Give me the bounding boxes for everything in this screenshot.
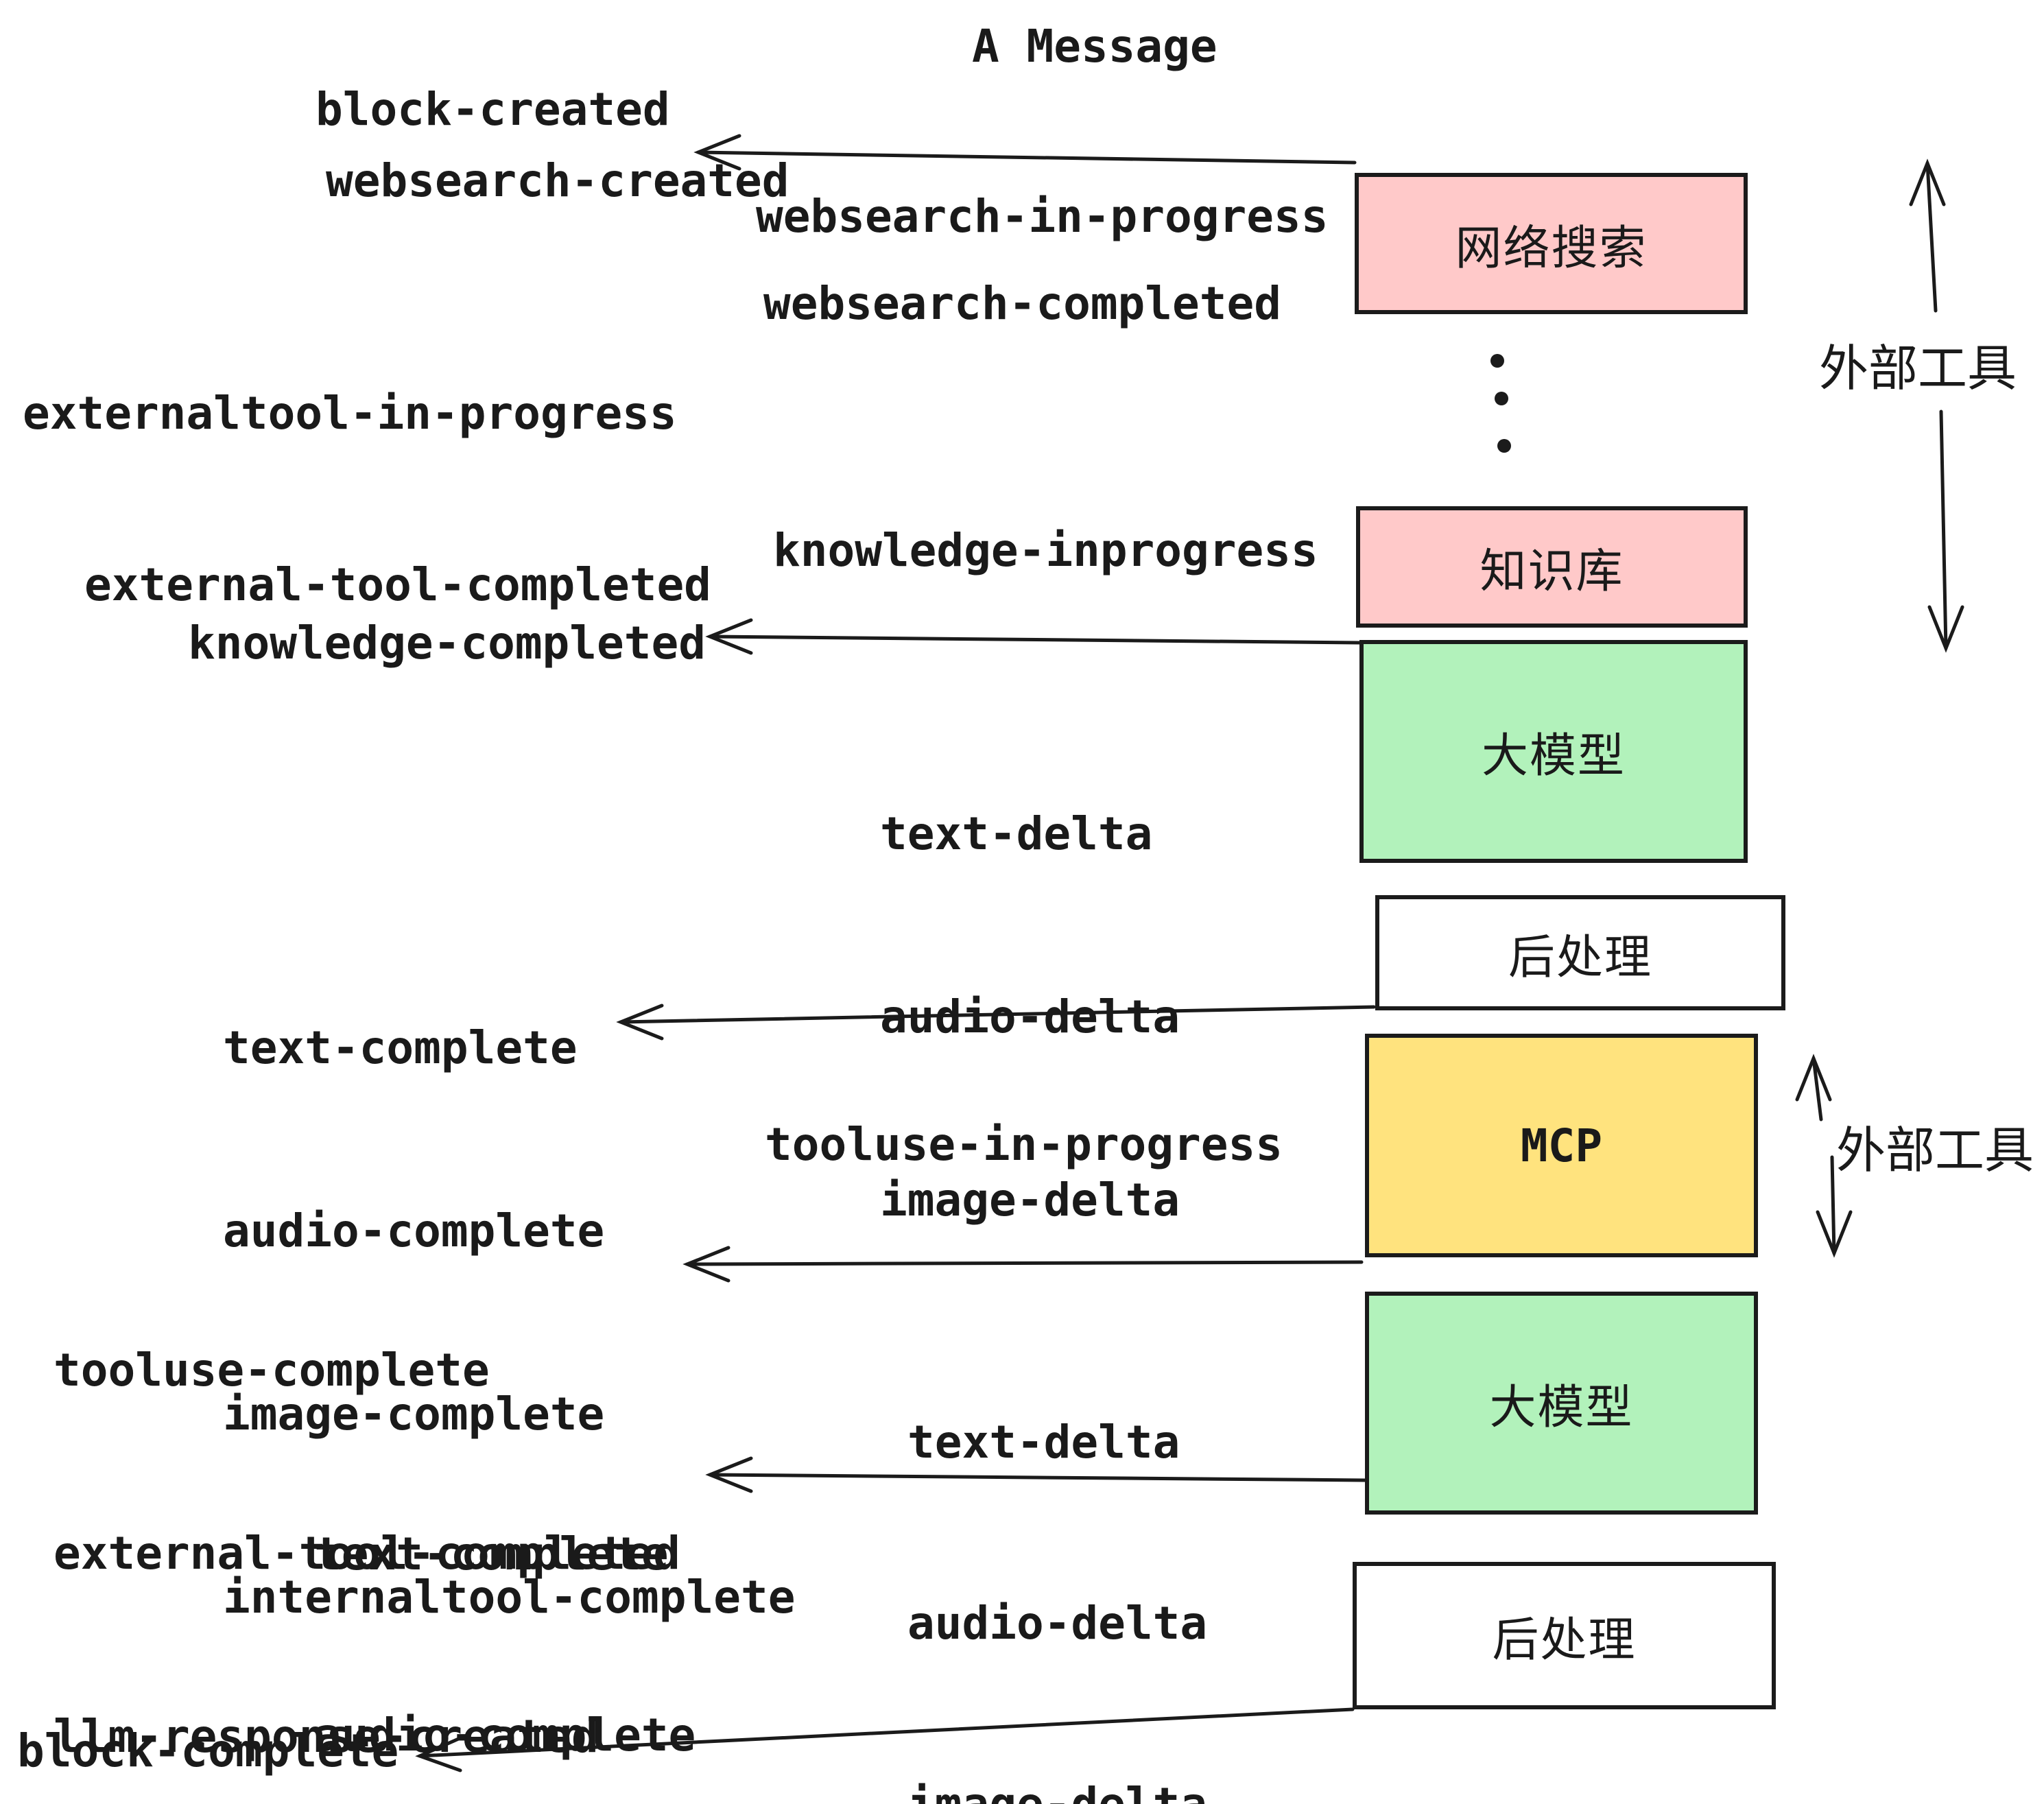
- external-tools-label-mid: 外部工具: [1836, 1124, 2034, 1178]
- box-postprocess-2: 后处理: [1353, 1562, 1776, 1709]
- box-websearch-label: 网络搜索: [1455, 222, 1648, 274]
- external-tools-label-top: 外部工具: [1819, 342, 2017, 396]
- arrow-down-icon: [1927, 410, 1964, 653]
- event-audio-delta-2: audio-delta: [907, 1597, 1208, 1650]
- event-websearch-completed: websearch-completed: [763, 277, 1281, 330]
- box-mcp-label: MCP: [1520, 1119, 1603, 1172]
- box-llm-1-label: 大模型: [1481, 730, 1626, 782]
- event-text-delta: text-delta: [880, 807, 1153, 860]
- arrow-up-icon: [1795, 1054, 1832, 1121]
- event-internaltool-complete: internaltool-complete: [223, 1571, 796, 1624]
- box-llm-2: 大模型: [1365, 1292, 1758, 1515]
- event-complete-block-1: text-complete audio-complete image-compl…: [223, 895, 795, 1750]
- event-websearch-in-progress: websearch-in-progress: [756, 190, 1329, 243]
- event-delta-block-1: text-delta audio-delta image-delta: [880, 681, 1180, 1353]
- box-postprocess-2-label: 后处理: [1492, 1614, 1637, 1666]
- box-websearch: 网络搜索: [1355, 173, 1748, 314]
- event-tooluse-complete: tooluse-complete: [54, 1344, 490, 1397]
- box-knowledge: 知识库: [1356, 506, 1748, 628]
- event-websearch-created: websearch-created: [326, 154, 789, 207]
- event-tooluse-block: tooluse-complete external-tool-completed…: [54, 1218, 680, 1804]
- event-complete-block-2: text-complete audio-complete image-compl…: [314, 1403, 886, 1804]
- page-title: A Message: [972, 20, 1217, 73]
- event-image-complete: image-complete: [223, 1388, 605, 1440]
- event-external-tool-completed-2: external-tool-completed: [54, 1527, 680, 1580]
- event-delta-block-2: text-delta audio-delta image-delta: [907, 1292, 1207, 1804]
- event-tooluse-in-progress: tooluse-in-progress: [765, 1118, 1283, 1171]
- event-audio-complete-2: audio-complete: [314, 1709, 696, 1761]
- arrow-up-icon: [1909, 158, 1946, 313]
- event-knowledge-completed: knowledge-completed: [188, 617, 706, 669]
- event-text-complete: text-complete: [223, 1021, 578, 1074]
- event-block-complete: block-complete: [17, 1724, 399, 1777]
- event-image-delta: image-delta: [880, 1174, 1180, 1226]
- box-mcp: MCP: [1365, 1034, 1758, 1257]
- event-llm-response-created: llm-response-created: [54, 1710, 599, 1763]
- event-knowledge-inprogress: knowledge-inprogress: [773, 524, 1318, 577]
- box-postprocess-1: 后处理: [1375, 895, 1785, 1010]
- event-externaltool-in-progress: externaltool-in-progress: [23, 387, 677, 440]
- event-text-delta-2: text-delta: [907, 1416, 1180, 1469]
- event-block-created: block-created: [316, 83, 670, 136]
- box-llm-1: 大模型: [1359, 640, 1748, 863]
- arrow-left-icon: [705, 618, 1362, 655]
- event-audio-delta: audio-delta: [880, 990, 1180, 1043]
- arrow-left-icon: [693, 134, 1357, 171]
- box-knowledge-label: 知识库: [1479, 545, 1624, 597]
- event-audio-complete: audio-complete: [223, 1204, 605, 1257]
- box-postprocess-1-label: 后处理: [1508, 931, 1652, 984]
- event-text-complete-2: text-complete: [314, 1528, 669, 1580]
- box-llm-2-label: 大模型: [1489, 1381, 1634, 1434]
- event-image-delta-2: image-delta: [907, 1775, 1207, 1804]
- event-external-tool-completed: external-tool-completed: [84, 558, 711, 611]
- ellipsis-dots-icon: [1490, 354, 1511, 453]
